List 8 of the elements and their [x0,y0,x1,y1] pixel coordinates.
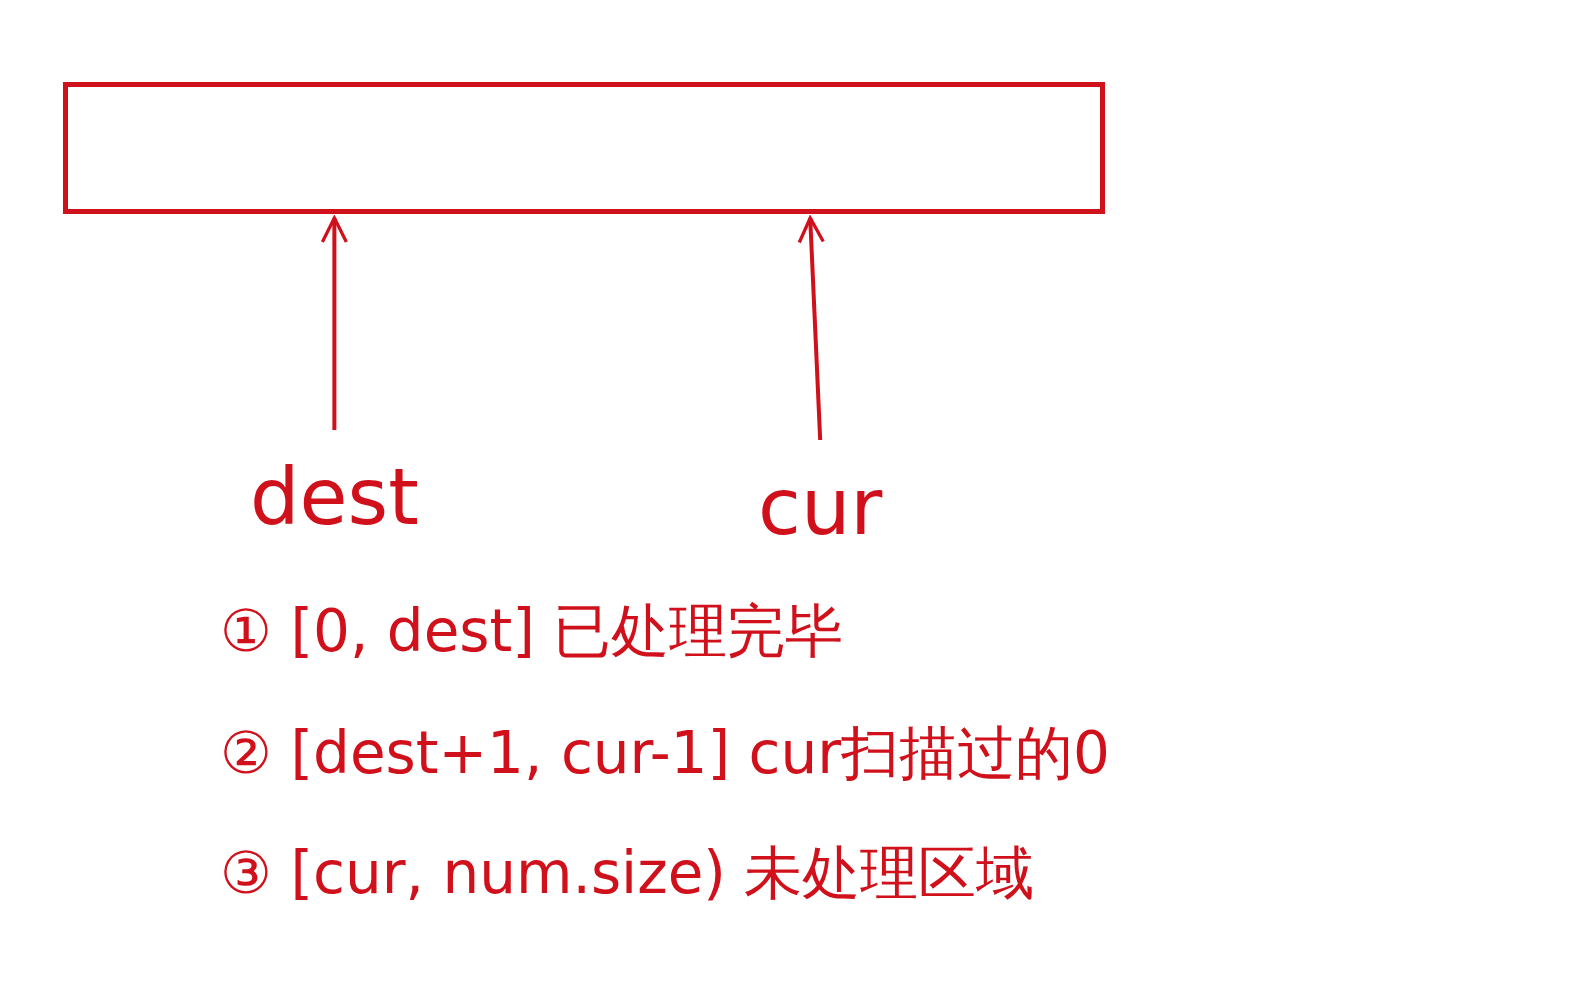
pointer-label: dest [250,455,419,541]
note-text: ① [0, dest] 已处理完毕 [220,600,844,664]
note-text: ③ [cur, num.size) 未处理区域 [220,842,1035,906]
pointer-label: cur [758,465,883,551]
arrow [797,216,825,441]
note-text: ② [dest+1, cur-1] cur扫描过的0 [220,722,1110,786]
rectangle-box [63,82,1105,214]
arrow [320,216,348,430]
